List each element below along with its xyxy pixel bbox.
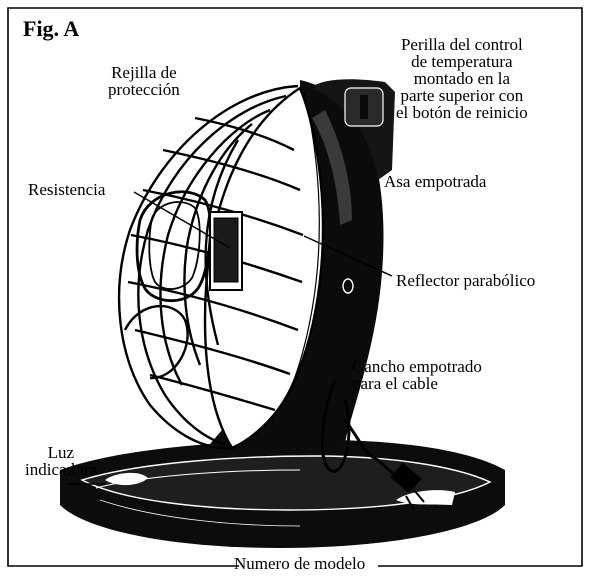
- label-model: Numero de modelo: [234, 554, 366, 573]
- label-element: Resistencia: [28, 180, 106, 199]
- leader-reflector: [303, 235, 393, 277]
- label-reflector: Reflector parabólico: [396, 271, 536, 290]
- wire-guard: [117, 84, 304, 450]
- power-cord: [320, 379, 425, 511]
- border: [7, 7, 583, 567]
- figure-title: Fig. A: [23, 16, 80, 41]
- heater-base: [60, 440, 505, 548]
- label-thermostat: Perilla del control de temperatura monta…: [396, 35, 528, 122]
- label-handle: Asa empotrada: [384, 172, 487, 191]
- leader-element: [133, 191, 231, 249]
- leader-lines: [68, 191, 393, 485]
